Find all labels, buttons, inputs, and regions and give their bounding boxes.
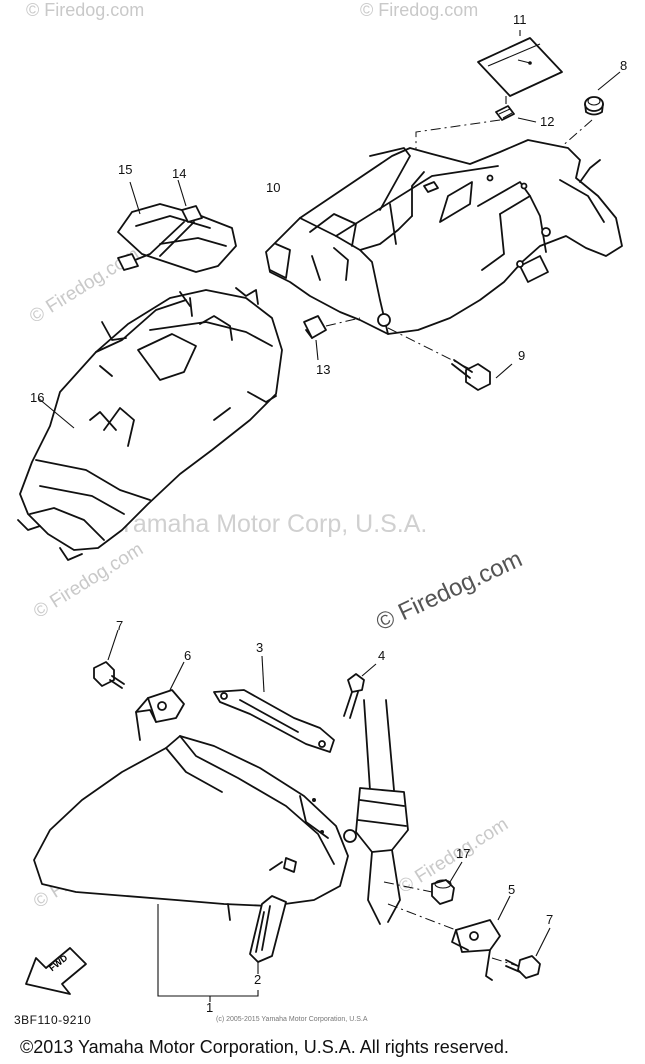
part-7-bolt-lower	[491, 927, 551, 979]
copyright-footer: ©2013 Yamaha Motor Corporation, U.S.A. A…	[20, 1037, 509, 1057]
part-13-clip	[495, 96, 537, 123]
callout-17: 17	[456, 846, 471, 861]
part-6-bracket-left	[135, 661, 185, 741]
part-4-screw	[343, 663, 377, 719]
callout-12: 11	[513, 12, 527, 27]
part-16-cover	[117, 181, 237, 273]
part-1-front-fender	[33, 735, 349, 921]
callout-4: 4	[378, 648, 386, 663]
callout-9: 8	[620, 58, 628, 73]
callout-6: 6	[184, 648, 192, 663]
part-15-strap	[117, 179, 203, 271]
callout-8: 10	[266, 180, 281, 195]
callout-2: 2	[254, 972, 262, 987]
part-14-tail-cover	[17, 287, 283, 561]
watermark-yamaha: Yamaha Motor Corp, U.S.A.	[118, 510, 428, 538]
part-3-stay	[213, 655, 335, 753]
part-17-cap	[383, 861, 463, 905]
callout-10: 9	[518, 348, 526, 363]
watermark-tr: © Firedog.com	[360, 0, 479, 20]
callout-11: 13	[316, 362, 331, 377]
part-2-reflector	[249, 895, 287, 963]
inner-copyright: (c) 2005-2015 Yamaha Motor Corporation, …	[216, 1016, 368, 1023]
callout-1: 1	[206, 1000, 214, 1015]
callout-7-upper: 7	[116, 618, 124, 633]
diagram-code: 3BF110-9210	[14, 1013, 92, 1027]
callout-3: 3	[256, 640, 264, 655]
part-8-rear-fender-bracket	[265, 139, 623, 335]
callout-15: 14	[172, 166, 187, 181]
part-12-pad	[477, 37, 563, 97]
part-10-bolt	[387, 327, 513, 391]
callout-7-lower: 7	[546, 912, 554, 927]
front-fork	[343, 699, 409, 925]
part-7-bolt-upper	[93, 629, 125, 689]
callout-16: 15	[118, 162, 133, 177]
part-11-nut	[303, 315, 361, 361]
callout-5: 5	[508, 882, 516, 897]
watermark-tl: © Firedog.com	[26, 0, 145, 20]
fwd-arrow-icon	[25, 947, 87, 995]
part-9-grommet	[584, 71, 621, 116]
part-5-bracket-right	[387, 895, 511, 981]
callout-13: 12	[540, 114, 555, 129]
callout-14: 16	[30, 390, 45, 405]
